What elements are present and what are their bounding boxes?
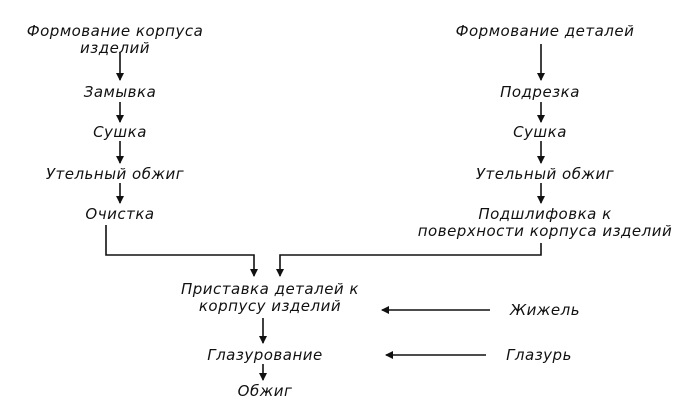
node-washing: Замывка bbox=[83, 83, 157, 101]
node-parts-assembly-line1: Приставка деталей к bbox=[180, 280, 359, 298]
input-glaze: Глазурь bbox=[506, 346, 572, 364]
connector-left-merge bbox=[105, 225, 258, 277]
node-bisque-firing-left: Утельный обжиг bbox=[45, 165, 185, 183]
node-cleaning: Очистка bbox=[85, 205, 155, 223]
node-grinding: Подшлифовка к поверхности корпуса издели… bbox=[400, 206, 690, 240]
node-firing: Обжиг bbox=[237, 382, 293, 400]
node-body-forming-line1: Формование корпуса bbox=[26, 22, 204, 40]
node-drying-right: Сушка bbox=[513, 123, 567, 141]
node-bisque-firing-right: Утельный обжиг bbox=[475, 165, 615, 183]
node-body-forming-line2: изделий bbox=[80, 39, 150, 57]
node-parts-forming: Формование деталей bbox=[455, 22, 635, 40]
node-trimming: Подрезка bbox=[500, 83, 580, 101]
connector-right-merge bbox=[276, 243, 542, 277]
input-slip: Жижель bbox=[509, 301, 581, 319]
node-parts-assembly-line2: корпусу изделий bbox=[198, 297, 342, 315]
node-grinding-line2: поверхности корпуса изделий bbox=[417, 222, 673, 240]
node-drying-left: Сушка bbox=[93, 123, 147, 141]
node-grinding-line1: Подшлифовка к bbox=[478, 205, 612, 223]
node-body-forming: Формование корпуса изделий bbox=[10, 23, 220, 57]
node-glazing: Глазурование bbox=[207, 346, 323, 364]
node-parts-assembly: Приставка деталей к корпусу изделий bbox=[150, 281, 390, 315]
